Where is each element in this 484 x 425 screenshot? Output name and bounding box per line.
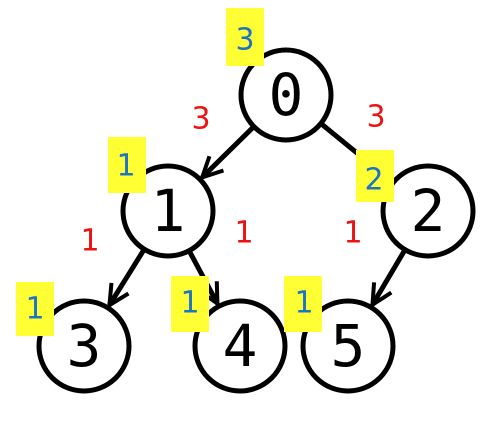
node-circle <box>300 298 396 394</box>
tree-node-1: 1 <box>120 163 216 259</box>
tree-node-0: 0 <box>238 47 334 143</box>
tree-node-2: 2 <box>380 163 476 259</box>
badge-node-5: 1 <box>284 276 322 332</box>
nodes-layer: 0 1 2 3 4 5 <box>36 47 476 394</box>
badge-value: 1 <box>116 149 135 184</box>
badge-node-3: 1 <box>16 282 54 336</box>
node-label: 4 <box>223 312 258 380</box>
badge-background <box>356 150 394 202</box>
badge-node-0: 3 <box>226 8 264 66</box>
node-label: 0 <box>269 61 304 129</box>
badge-background <box>284 276 322 332</box>
badge-node-1: 1 <box>108 137 146 193</box>
node-circle <box>380 163 476 259</box>
node-label: 5 <box>331 312 366 380</box>
tree-node-5: 5 <box>300 298 396 394</box>
badge-value: 1 <box>180 286 199 321</box>
edge-0-1 <box>202 125 255 177</box>
badge-value: 2 <box>364 163 383 198</box>
edge-weight-0-1: 3 <box>191 102 210 137</box>
badge-value: 3 <box>235 23 254 58</box>
edge-weight-0-2: 3 <box>366 100 385 135</box>
edge-2-5 <box>373 249 407 305</box>
node-label: 1 <box>151 177 186 245</box>
edge-weights-layer: 3 3 1 1 1 <box>80 100 385 259</box>
badge-background <box>171 276 209 332</box>
edge-weight-2-5: 1 <box>343 216 362 251</box>
badges-layer: 3 1 2 1 1 1 <box>16 8 394 336</box>
node-circle <box>192 298 288 394</box>
node-circle <box>36 298 132 394</box>
badge-background <box>16 282 54 336</box>
badge-node-2: 2 <box>356 150 394 202</box>
badge-value: 1 <box>294 286 313 321</box>
badge-background <box>226 8 264 66</box>
tree-node-3: 3 <box>36 298 132 394</box>
edge-1-3 <box>109 248 146 305</box>
node-circle <box>238 47 334 143</box>
tree-node-4: 4 <box>192 298 288 394</box>
node-label: 3 <box>67 312 102 380</box>
node-label: 2 <box>411 177 446 245</box>
badge-background <box>108 137 146 193</box>
edge-weight-1-4: 1 <box>234 216 253 251</box>
badge-node-4: 1 <box>171 276 209 332</box>
edge-weight-1-3: 1 <box>80 224 99 259</box>
badge-value: 1 <box>25 292 44 327</box>
